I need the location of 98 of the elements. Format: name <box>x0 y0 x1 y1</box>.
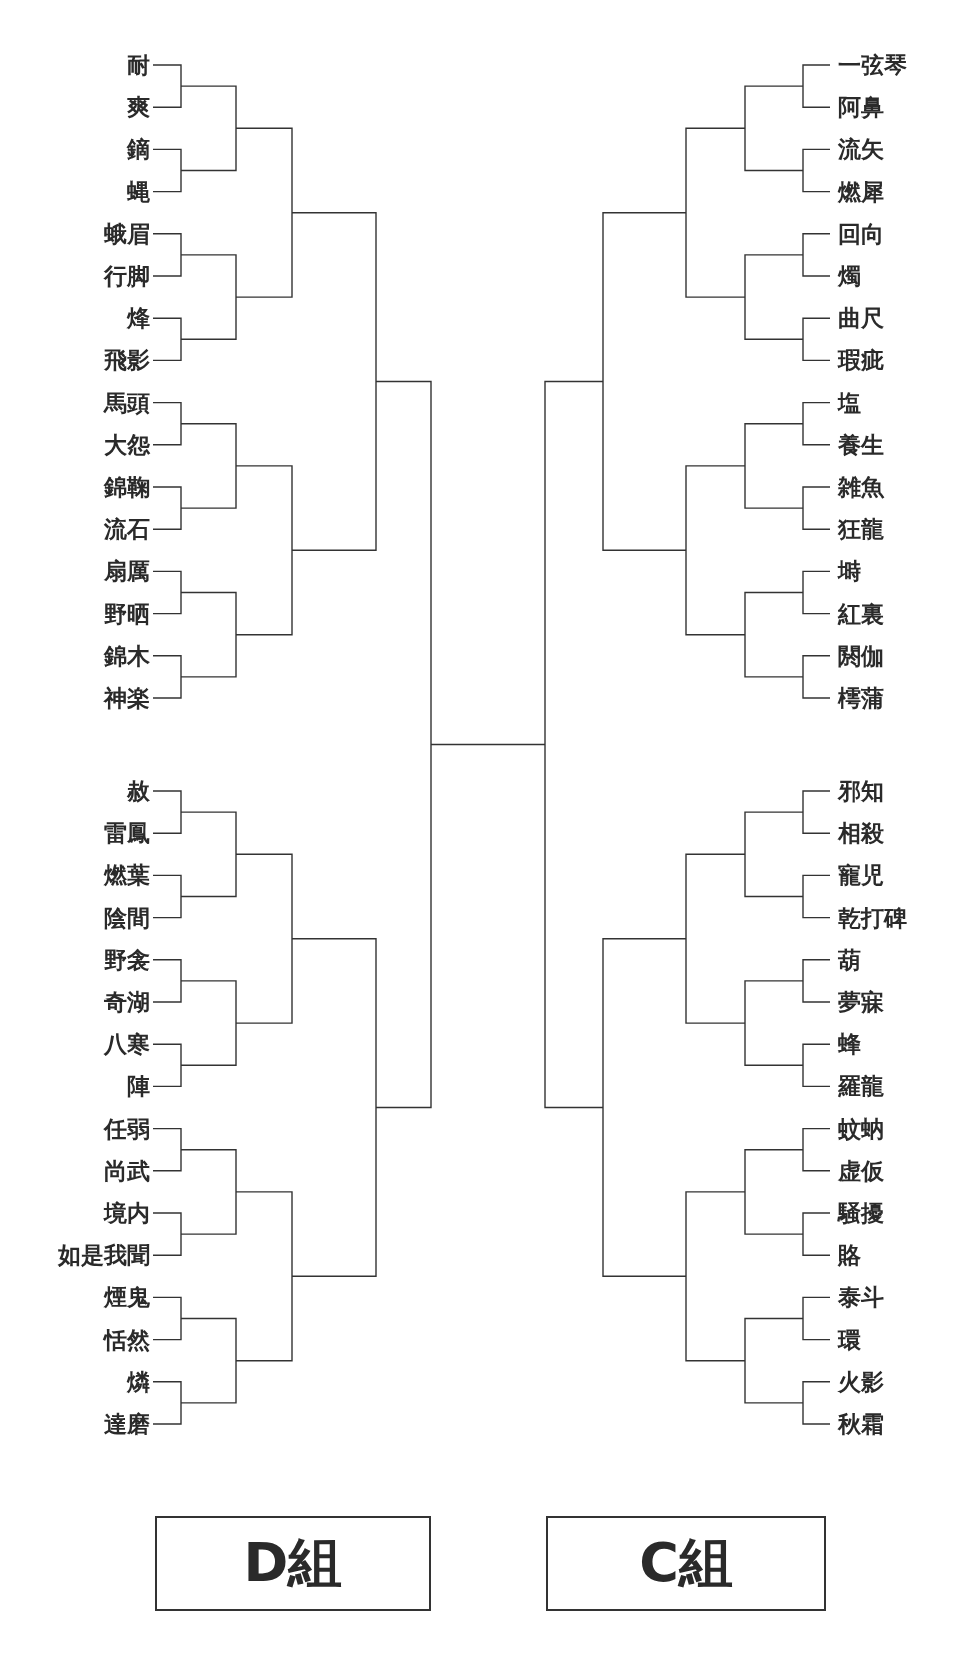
bracket-line <box>802 959 831 1003</box>
entrant-name: 葫 <box>838 943 861 976</box>
bracket-line <box>802 1212 831 1256</box>
entrant-name: 錦木 <box>104 639 150 672</box>
entrant-name: 耐 <box>127 49 150 81</box>
entrant-name: 秋霜 <box>838 1408 884 1440</box>
entrant-name: 錦鞠 <box>104 471 150 503</box>
bracket-line <box>802 64 831 108</box>
bracket-line <box>152 570 182 615</box>
bracket-line <box>152 1212 182 1256</box>
bracket-line <box>152 401 182 446</box>
entrant-name: 達磨 <box>104 1408 150 1440</box>
entrant-name: 雷鳳 <box>104 817 150 850</box>
entrant-name: 阿鼻 <box>838 91 884 124</box>
bracket-line <box>802 655 831 699</box>
bracket-line <box>802 790 831 834</box>
entrant-name: 夢寐 <box>838 986 884 1018</box>
entrant-name: 蜂 <box>838 1028 861 1061</box>
entrant-name: 虚仮 <box>838 1154 884 1187</box>
bracket-line <box>152 64 182 108</box>
entrant-name: 塩 <box>838 386 861 419</box>
bracket-line <box>152 959 182 1003</box>
entrant-name: 爽 <box>127 91 150 124</box>
entrant-name: 羅龍 <box>838 1070 884 1103</box>
entrant-name: 燐 <box>127 1365 150 1398</box>
entrant-name: 曲尺 <box>838 302 884 335</box>
entrant-name: 瑕疵 <box>838 344 884 377</box>
entrant-name: 燃犀 <box>838 175 884 208</box>
entrant-name: 境内 <box>104 1197 150 1229</box>
entrant-name: 樗蒲 <box>838 682 884 714</box>
entrant-name: 塒 <box>838 555 861 588</box>
entrant-name: 相殺 <box>838 817 884 850</box>
entrant-name: 環 <box>838 1323 861 1356</box>
entrant-name: 赦 <box>127 775 150 807</box>
entrant-name: 大怨 <box>104 428 150 461</box>
bracket-line <box>802 317 831 362</box>
bracket-line <box>802 401 831 446</box>
entrant-name: 奇湖 <box>104 986 150 1018</box>
bracket-line <box>152 1296 182 1341</box>
bracket-line <box>802 570 831 615</box>
entrant-name: 尚武 <box>104 1154 150 1187</box>
entrant-name: 陣 <box>127 1070 150 1103</box>
entrant-name: 蝿 <box>127 175 150 208</box>
entrant-name: 騒擾 <box>838 1197 884 1229</box>
bracket-line <box>152 233 182 277</box>
bracket-line <box>802 1296 831 1341</box>
bracket-line <box>152 1043 182 1088</box>
entrant-name: 閼伽 <box>838 639 884 672</box>
bracket-line <box>152 1127 182 1172</box>
entrant-name: 火影 <box>838 1365 884 1398</box>
entrant-name: 如是我聞 <box>58 1239 150 1272</box>
bracket-line <box>802 874 831 919</box>
entrant-name: 野晒 <box>104 597 150 630</box>
entrant-name: 邪知 <box>838 775 884 807</box>
entrant-name: 蛾眉 <box>104 217 150 250</box>
entrant-name: 陰間 <box>104 901 150 934</box>
bracket-line <box>802 1127 831 1172</box>
bracket-line <box>152 486 182 530</box>
entrant-name: 雑魚 <box>838 471 884 503</box>
entrant-name: 狂龍 <box>838 513 884 546</box>
entrant-name: 泰斗 <box>838 1281 884 1314</box>
entrant-name: 賂 <box>838 1239 861 1272</box>
group-label-box: D組 <box>155 1516 431 1611</box>
entrant-name: 八寒 <box>104 1028 150 1061</box>
entrant-name: 扇厲 <box>104 555 150 588</box>
entrant-name: 任弱 <box>104 1112 150 1145</box>
bracket-line <box>802 148 831 193</box>
group-label-box: C組 <box>546 1516 826 1611</box>
bracket-line <box>152 1381 182 1425</box>
entrant-name: 養生 <box>838 428 884 461</box>
bracket-line <box>152 874 182 919</box>
bracket-line <box>802 233 831 277</box>
bracket-line <box>152 148 182 193</box>
entrant-name: 煙鬼 <box>104 1281 150 1314</box>
entrant-name: 乾打碑 <box>838 901 907 934</box>
entrant-name: 燃葉 <box>104 859 150 892</box>
bracket-line <box>802 1043 831 1088</box>
entrant-name: 飛影 <box>104 344 150 377</box>
bracket-line <box>152 317 182 362</box>
bracket-line <box>152 790 182 834</box>
bracket-line <box>802 486 831 530</box>
entrant-name: 回向 <box>838 217 884 250</box>
entrant-name: 紅裏 <box>838 597 884 630</box>
entrant-name: 一弦琴 <box>838 49 907 81</box>
entrant-name: 野衾 <box>104 943 150 976</box>
bracket-line <box>802 1381 831 1425</box>
entrant-name: 烽 <box>127 302 150 335</box>
entrant-name: 行脚 <box>104 260 150 292</box>
entrant-name: 流矢 <box>838 133 884 166</box>
entrant-name: 燭 <box>838 260 861 292</box>
entrant-name: 寵児 <box>838 859 884 892</box>
entrant-name: 馬頭 <box>104 386 150 419</box>
entrant-name: 恬然 <box>104 1323 150 1356</box>
entrant-name: 流石 <box>104 513 150 546</box>
entrant-name: 鏑 <box>127 133 150 166</box>
bracket-line <box>152 655 182 699</box>
entrant-name: 神楽 <box>104 682 150 714</box>
entrant-name: 蚊蚋 <box>838 1112 884 1145</box>
